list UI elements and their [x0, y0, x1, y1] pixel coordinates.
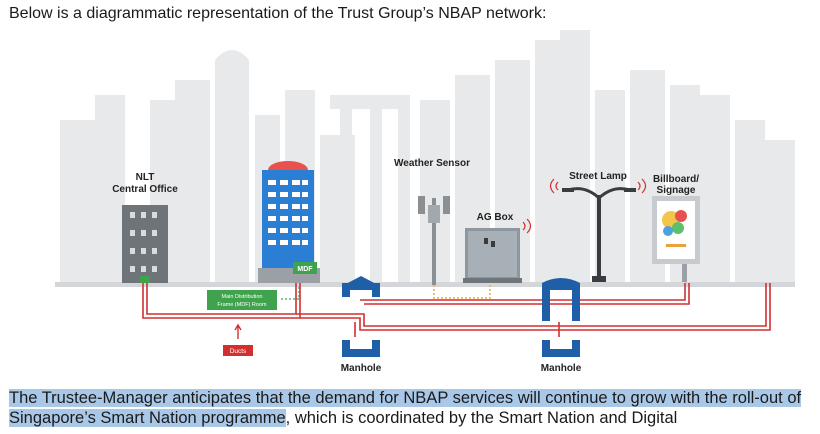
street-lamp-label: Street Lamp [569, 171, 627, 182]
street-lamp-signal-icon [549, 178, 647, 194]
mdf-label: MDF [297, 266, 313, 273]
nbap-network-diagram: NLT Central Office MDF Weather Sensor AG… [55, 30, 795, 374]
ducts-label: Ducts [230, 348, 247, 355]
ag-box-label: AG Box [477, 212, 514, 223]
nlt-central-office [122, 205, 168, 283]
manhole-label-2: Manhole [541, 363, 582, 374]
ducts-box [223, 345, 253, 356]
dotted-link-sensor-agbox [433, 285, 491, 299]
manhole-label-1: Manhole [341, 363, 382, 374]
nlt-label-line1: NLT [136, 172, 155, 183]
weather-sensor-label: Weather Sensor [394, 158, 470, 169]
manhole-top-1 [342, 276, 380, 297]
mdf-room-label-line1: Main Distribution [222, 294, 263, 300]
street-lamp [562, 187, 636, 282]
paragraph-rest: , which is coordinated by the Smart Nati… [285, 409, 678, 427]
ag-box [463, 228, 522, 283]
dotted-link-mdf-room [281, 286, 300, 300]
mdf-room-box [207, 290, 277, 310]
ag-box-signal-icon [522, 218, 532, 234]
manhole-bottom-1 [342, 340, 380, 357]
duct-network [142, 283, 771, 337]
intro-text: Below is a diagrammatic representation o… [9, 5, 547, 22]
ground-line [55, 282, 795, 287]
manhole-tall-2 [542, 278, 580, 321]
billboard [652, 196, 700, 282]
mdf-room-label-line2: Frame (MDF) Room [217, 302, 267, 308]
manhole-bottom-2 [542, 340, 580, 357]
mdf-box [293, 262, 317, 274]
billboard-label-line1: Billboard/ [653, 174, 699, 185]
blue-building [258, 161, 320, 283]
billboard-label-line2: Signage [657, 185, 696, 196]
ducts-arrow-icon [234, 323, 242, 339]
body-paragraph: The Trustee-Manager anticipates that the… [9, 388, 819, 428]
weather-sensor [418, 196, 450, 285]
nlt-label-line2: Central Office [112, 184, 178, 195]
